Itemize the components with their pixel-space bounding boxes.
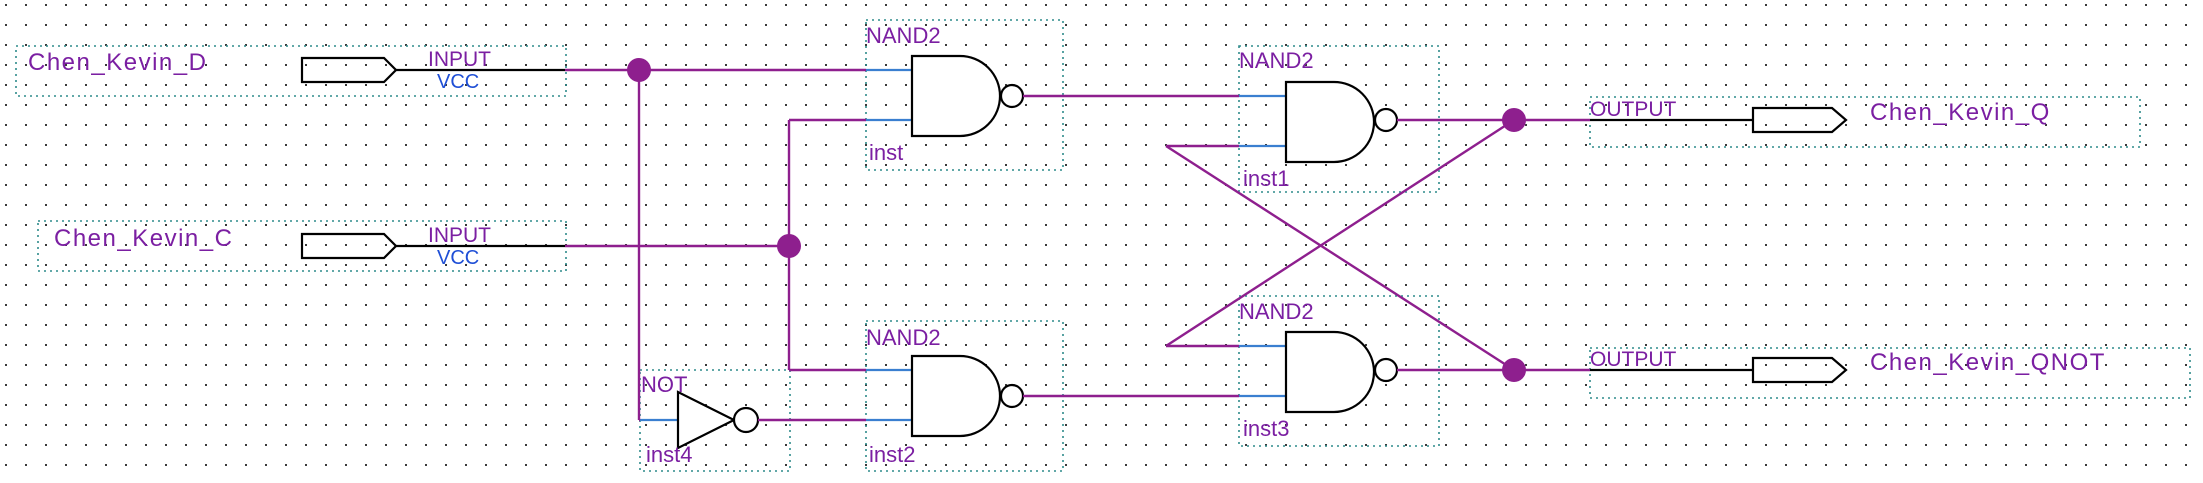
nand-gate-inst2-name: inst2 xyxy=(869,442,915,467)
nand-gate-inst2-body xyxy=(910,354,1002,438)
nand-gate-inst-body xyxy=(910,54,1002,138)
nand-gate-inst3[interactable]: NAND2 inst3 xyxy=(1238,295,1440,447)
nand-gate-inst1-bubble xyxy=(1373,107,1399,133)
output-pin-q-name: Chen_Kevin_Q xyxy=(1870,99,2051,126)
output-pin-q-type: OUTPUT xyxy=(1590,98,1677,121)
not-gate-inst4-body xyxy=(676,390,737,450)
nand-gate-inst3-type: NAND2 xyxy=(1239,299,1314,324)
wire-q-feedback[interactable] xyxy=(1165,118,1515,348)
wire-qnot-feedback[interactable] xyxy=(1165,144,1515,372)
nand-gate-inst2[interactable]: NAND2 inst2 xyxy=(865,320,1064,472)
output-pin-qnot-name: Chen_Kevin_QNOT xyxy=(1870,349,2106,376)
nand-gate-inst-bubble xyxy=(999,83,1025,109)
nand-gate-inst1-type: NAND2 xyxy=(1239,48,1314,73)
input-pin-c-default: VCC xyxy=(437,247,479,269)
nand-gate-inst1-box xyxy=(1238,45,1440,193)
not-gate-inst4-name: inst4 xyxy=(646,442,692,467)
output-pin-qnot-box xyxy=(1589,347,2191,399)
input-pin-d-default: VCC xyxy=(437,71,479,93)
nand-gate-inst2-bubble xyxy=(999,383,1025,409)
output-pin-qnot[interactable]: OUTPUT Chen_Kevin_QNOT xyxy=(1589,347,2191,399)
nand-gate-inst3-bubble xyxy=(1373,357,1399,383)
output-pin-qnot-type: OUTPUT xyxy=(1590,348,1677,371)
not-gate-inst4[interactable]: NOT inst4 xyxy=(639,369,791,472)
nand-gate-inst3-body xyxy=(1284,330,1376,414)
input-pin-c-type: INPUT xyxy=(428,224,491,247)
junction-q xyxy=(1502,108,1526,132)
output-pin-q-symbol xyxy=(1751,106,1848,134)
output-pin-q[interactable]: OUTPUT Chen_Kevin_Q xyxy=(1589,96,2141,148)
nand-gate-inst-name: inst xyxy=(869,140,903,165)
input-pin-d[interactable]: Chen_Kevin_D INPUT VCC xyxy=(15,45,567,97)
nand-gate-inst2-type: NAND2 xyxy=(866,325,941,350)
input-pin-c-name: Chen_Kevin_C xyxy=(54,225,233,252)
nand-gate-inst1-body xyxy=(1284,80,1376,164)
nand-gate-inst3-box xyxy=(1238,295,1440,447)
nand-gate-inst1-name: inst1 xyxy=(1243,166,1289,191)
input-pin-d-symbol xyxy=(300,56,398,84)
input-pin-d-type: INPUT xyxy=(428,48,491,71)
nand-gate-inst-type: NAND2 xyxy=(866,23,941,48)
input-pin-c-symbol xyxy=(300,232,398,260)
nand-gate-inst1[interactable]: NAND2 inst1 xyxy=(1238,45,1440,193)
not-gate-inst4-bubble xyxy=(732,406,760,434)
junction-d xyxy=(627,58,651,82)
output-pin-qnot-symbol xyxy=(1751,356,1848,384)
junction-c xyxy=(777,234,801,258)
nand-gate-inst3-name: inst3 xyxy=(1243,416,1289,441)
wires xyxy=(565,68,1590,422)
junctions xyxy=(627,58,1526,382)
nand-gate-inst[interactable]: NAND2 inst xyxy=(865,19,1064,171)
junction-qnot xyxy=(1502,358,1526,382)
input-pin-d-name: Chen_Kevin_D xyxy=(28,49,207,76)
